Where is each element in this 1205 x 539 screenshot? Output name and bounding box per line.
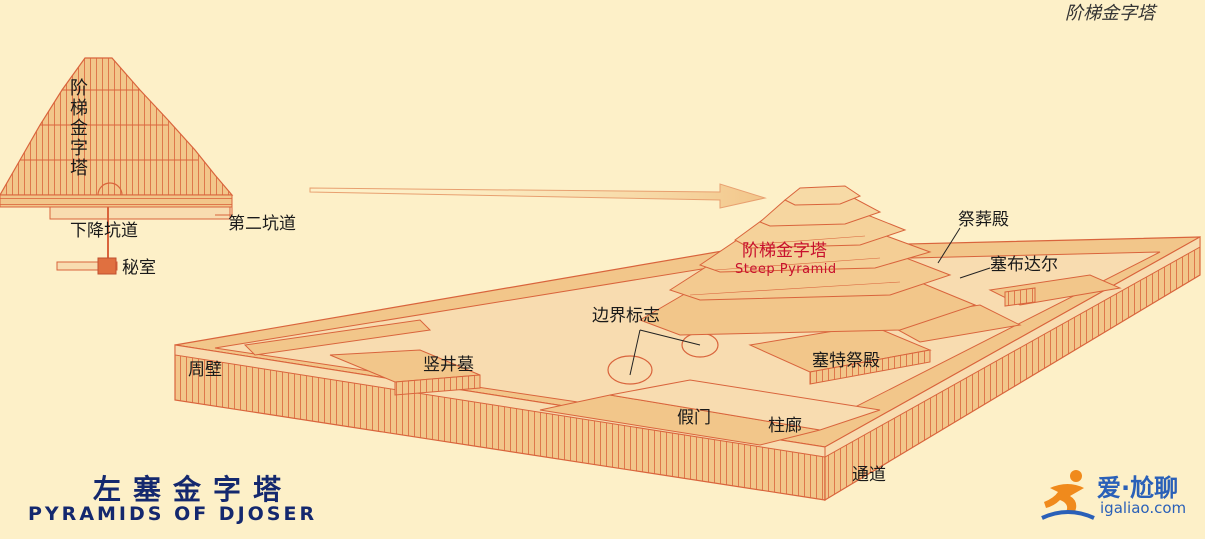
- courtyard-structures: [243, 274, 1122, 446]
- passage-label: 通道: [852, 465, 886, 485]
- colonnade-label: 柱廊: [768, 416, 802, 436]
- mortuary-temple-label: 祭葬殿: [958, 210, 1009, 230]
- enclosure-wall-label: 周壁: [188, 360, 222, 380]
- heb-sed-court-label: 塞特祭殿: [812, 351, 880, 371]
- corner-title: 阶梯金字塔: [1065, 3, 1155, 24]
- diagram-title-en: PYRAMIDS OF DJOSER: [28, 503, 318, 525]
- inset-pyramid-label: 阶梯金字塔: [67, 78, 88, 178]
- runner-logo-icon: [1041, 470, 1095, 520]
- diagram-title-cn: 左塞金字塔: [93, 473, 294, 506]
- step-pyramid: [638, 185, 991, 336]
- direction-arrow: [309, 183, 767, 209]
- watermark-cn: 爱·尬聊: [1097, 474, 1179, 502]
- serdab-label: 塞布达尔: [990, 255, 1058, 275]
- step-pyramid-label-cn: 阶梯金字塔: [742, 241, 827, 261]
- secret-chamber-marker: [97, 257, 117, 275]
- shaft-tomb-label: 竖井墓: [423, 355, 474, 375]
- secret-chamber-label: 秘室: [122, 258, 156, 278]
- descending-passage-label: 下降坑道: [70, 221, 138, 241]
- boundary-markers-label: 边界标志: [592, 306, 660, 326]
- inset-pyramid-section: [0, 57, 234, 275]
- watermark-url: igaliao.com: [1100, 499, 1187, 517]
- second-passage-label: 第二坑道: [228, 214, 296, 234]
- false-door-label: 假门: [677, 408, 711, 428]
- complex-enclosure: [174, 235, 1201, 502]
- step-pyramid-label-en: Steep Pyramid: [735, 262, 837, 277]
- site-watermark-logo: 爱·尬聊 igaliao.com: [1040, 466, 1200, 526]
